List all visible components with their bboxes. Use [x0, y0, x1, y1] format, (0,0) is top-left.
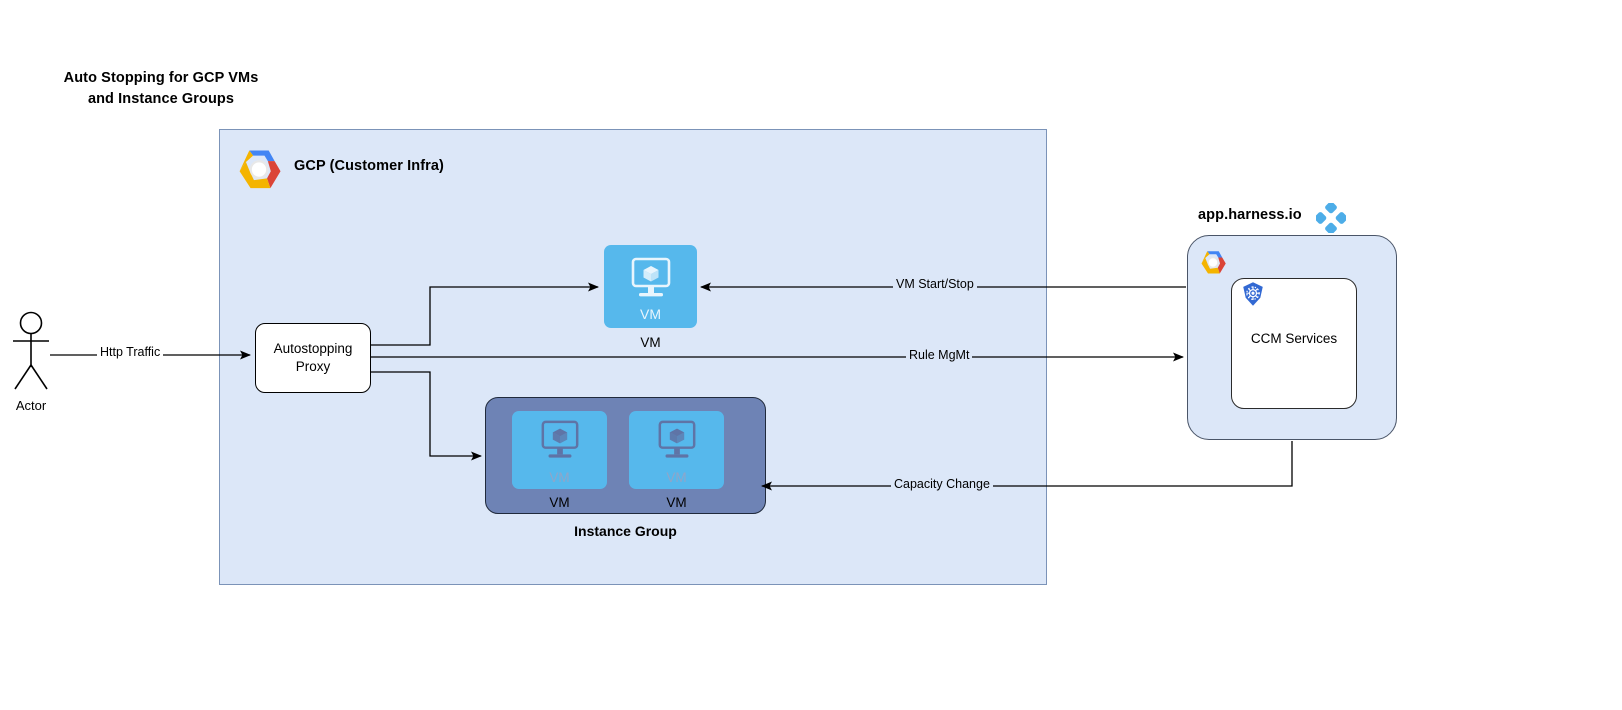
- ccm-services-label: CCM Services: [1250, 331, 1338, 346]
- vm-monitor-cube-icon: [627, 257, 675, 306]
- page-title: Auto Stopping for GCP VMs and Instance G…: [46, 68, 276, 110]
- vm-monitor-cube-icon: [537, 420, 583, 467]
- vm-standalone-inner-label: VM: [640, 306, 661, 322]
- connector-label-rule-mgmt: Rule MgMt: [906, 348, 973, 362]
- instance-group-label: Instance Group: [574, 523, 677, 539]
- proxy-label-line-1: Autostopping: [273, 340, 353, 356]
- vm-monitor-cube-icon: [654, 420, 700, 467]
- instance-group-vm-1-inner-label: VM: [549, 470, 570, 485]
- page-title-line-2: and Instance Groups: [87, 91, 235, 108]
- harness-title: app.harness.io: [1198, 207, 1302, 223]
- proxy-label-line-2: Proxy: [295, 359, 331, 374]
- autostopping-proxy-node[interactable]: Autostopping Proxy: [255, 323, 371, 393]
- stick-figure-actor-icon: [6, 310, 56, 390]
- gcp-logo-icon: [1197, 245, 1229, 277]
- instance-group-vm-2-inner-label: VM: [666, 470, 687, 485]
- instance-group-vm-2-label: VM: [666, 495, 687, 510]
- instance-group-vm-1[interactable]: VM: [512, 411, 607, 489]
- instance-group-vm-2[interactable]: VM: [629, 411, 724, 489]
- gcp-boundary-label: GCP (Customer Infra): [294, 158, 444, 174]
- connector-label-http-traffic: Http Traffic: [97, 345, 164, 359]
- kubernetes-logo-icon: [1240, 281, 1266, 307]
- vm-standalone-node[interactable]: VM: [604, 245, 697, 328]
- connector-label-capacity-change: Capacity Change: [891, 477, 993, 491]
- instance-group-node[interactable]: VM VM VM VM: [485, 397, 766, 514]
- vm-standalone-label: VM: [640, 335, 661, 350]
- harness-diamond-logo-icon: [1314, 201, 1348, 235]
- actor-label: Actor: [15, 398, 47, 413]
- gcp-logo-icon: [232, 140, 286, 194]
- page-title-line-1: Auto Stopping for GCP VMs: [63, 70, 259, 86]
- connector-label-vm-start-stop: VM Start/Stop: [893, 277, 977, 291]
- instance-group-vm-1-label: VM: [549, 495, 570, 510]
